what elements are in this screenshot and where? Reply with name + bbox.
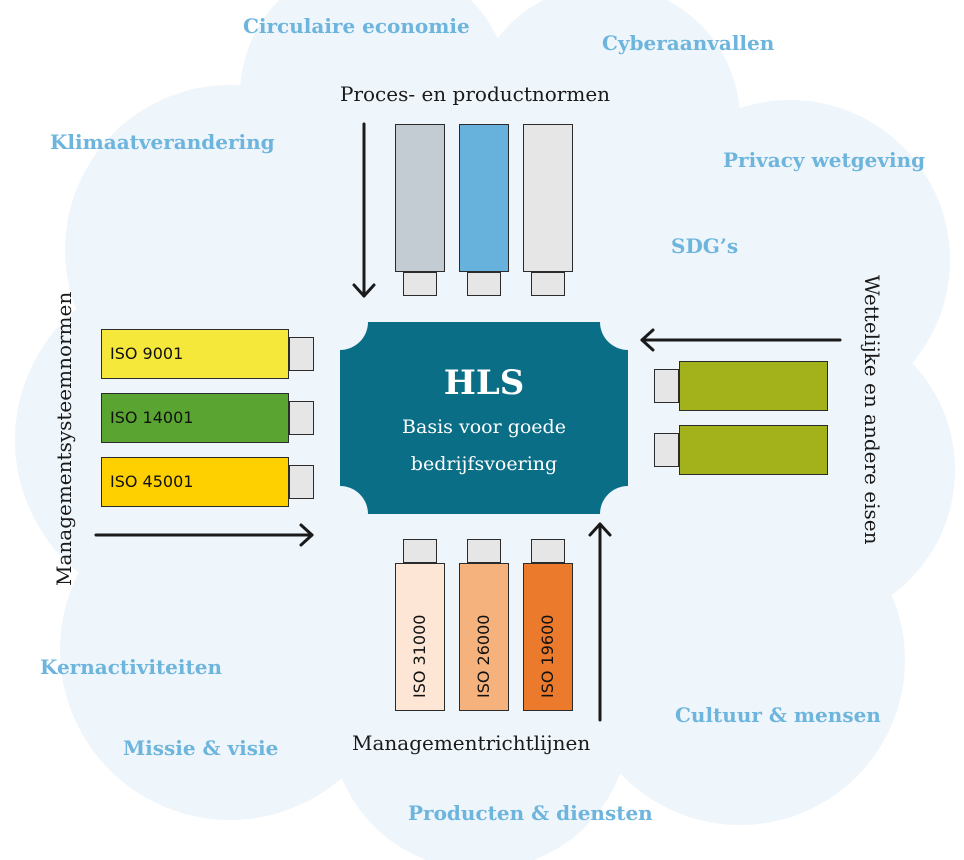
topic-producten-diensten: Producten & diensten bbox=[408, 801, 653, 825]
topic-missie-visie: Missie & visie bbox=[123, 736, 279, 760]
iso-26000-block bbox=[459, 563, 509, 711]
iso-19600-block bbox=[523, 563, 573, 711]
arrow-down bbox=[352, 122, 376, 298]
hls-subtitle-line2: bedrijfsvoering bbox=[410, 453, 558, 475]
hls-title: HLS bbox=[443, 363, 525, 403]
iso-9001-block bbox=[101, 329, 289, 379]
proces-norm-connector-2 bbox=[467, 272, 501, 296]
iso-19600-label: ISO 19600 bbox=[538, 614, 557, 698]
iso-31000-label: ISO 31000 bbox=[410, 614, 429, 698]
iso-19600-connector bbox=[531, 539, 565, 563]
iso-45001-label: ISO 45001 bbox=[110, 472, 194, 491]
topic-privacy-wetgeving: Privacy wetgeving bbox=[723, 148, 926, 172]
label-managementsysteemnormen: Managementsysteemnormen bbox=[52, 291, 76, 586]
topic-circulaire-economie: Circulaire economie bbox=[243, 14, 470, 38]
proces-norm-connector-1 bbox=[403, 272, 437, 296]
iso-31000-block bbox=[395, 563, 445, 711]
iso-45001-block bbox=[101, 457, 289, 507]
proces-norm-block-2 bbox=[459, 124, 509, 272]
label-proces-productnormen: Proces- en productnormen bbox=[340, 82, 611, 106]
iso-9001-label: ISO 9001 bbox=[110, 344, 184, 363]
proces-norm-block-1 bbox=[395, 124, 445, 272]
iso-26000-connector bbox=[467, 539, 501, 563]
iso-14001-block bbox=[101, 393, 289, 443]
iso-26000-label: ISO 26000 bbox=[474, 614, 493, 698]
arrow-left bbox=[640, 328, 842, 352]
hls-subtitle-line1: Basis voor goede bbox=[402, 416, 566, 438]
iso-31000-connector bbox=[403, 539, 437, 563]
wettelijke-connector-2 bbox=[654, 433, 679, 467]
wettelijke-block-2 bbox=[679, 425, 828, 475]
wettelijke-block-1 bbox=[679, 361, 828, 411]
iso-14001-label: ISO 14001 bbox=[110, 408, 194, 427]
iso-45001-connector bbox=[289, 465, 314, 499]
iso-9001-connector bbox=[289, 337, 314, 371]
label-managementrichtlijnen: Managementrichtlijnen bbox=[352, 731, 591, 755]
hls-box bbox=[340, 322, 628, 514]
proces-norm-connector-3 bbox=[531, 272, 565, 296]
topic-sdgs: SDG’s bbox=[671, 234, 739, 258]
wettelijke-connector-1 bbox=[654, 369, 679, 403]
label-wettelijke-eisen: Wettelijke en andere eisen bbox=[860, 275, 884, 545]
topic-cyberaanvallen: Cyberaanvallen bbox=[602, 31, 775, 55]
topic-cultuur-mensen: Cultuur & mensen bbox=[675, 703, 881, 727]
proces-norm-block-3 bbox=[523, 124, 573, 272]
arrow-up bbox=[588, 522, 612, 722]
topic-klimaatverandering: Klimaatverandering bbox=[50, 130, 275, 154]
arrow-right bbox=[94, 523, 314, 547]
topic-kernactiviteiten: Kernactiviteiten bbox=[40, 655, 223, 679]
iso-14001-connector bbox=[289, 401, 314, 435]
